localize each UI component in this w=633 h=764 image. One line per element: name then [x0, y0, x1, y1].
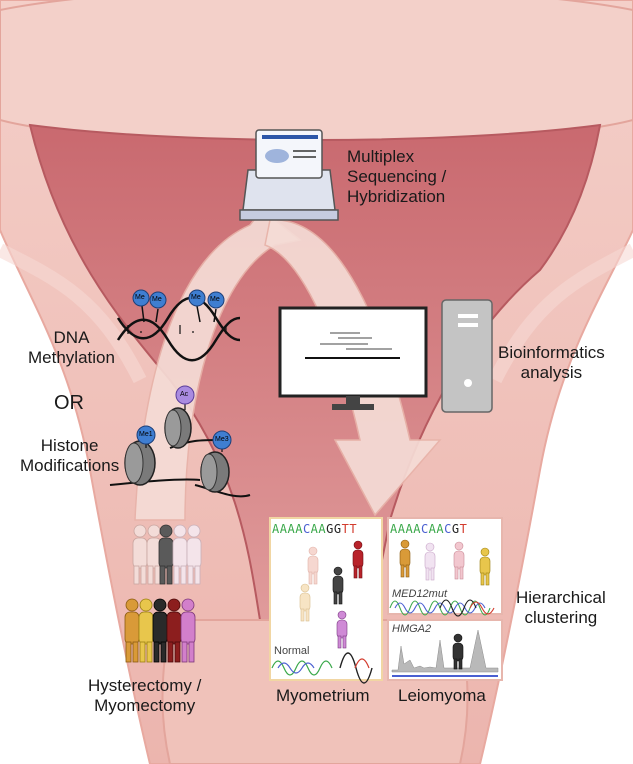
normal-label: Normal [274, 645, 310, 657]
patients-group-light [132, 524, 202, 585]
myometrium-panel [269, 517, 383, 684]
sequencer-icon [239, 129, 339, 221]
myometrium-label: Myometrium [276, 686, 370, 705]
base-letter: A [287, 522, 296, 536]
base-letter: C [444, 522, 452, 536]
me-mark-label: Me [152, 296, 162, 303]
base-letter: C [302, 522, 311, 536]
monitor-icon [278, 306, 428, 410]
med12-label: MED12mut [392, 588, 448, 600]
methyl-mark [149, 291, 167, 309]
leiomyoma-hmga2-panel [387, 619, 503, 681]
me1-mark [136, 425, 156, 445]
histone-line-1: Histone [40, 436, 99, 455]
base-letter: A [405, 522, 414, 536]
base-letter: A [436, 522, 445, 536]
base-letter: A [279, 522, 288, 536]
base-letter: A [295, 522, 303, 536]
base-letter: A [272, 522, 280, 536]
clustering-line-2: clustering [524, 608, 598, 627]
computer-tower-icon [441, 299, 493, 413]
base-letter: A [310, 522, 319, 536]
methyl-sticks [141, 305, 217, 323]
dna-methylation-line-2: Methylation [28, 348, 115, 367]
me-mark-label: Me [210, 296, 220, 303]
clustering-label: Hierarchical clustering [516, 588, 606, 628]
histone-line-2: Modifications [20, 456, 120, 475]
base-letter: C [420, 522, 429, 536]
or-label: OR [54, 392, 84, 414]
sequencing-line-2: Sequencing / [347, 167, 447, 186]
base-letter: A [390, 522, 398, 536]
base-letter: A [413, 522, 421, 536]
histone-label: Histone Modifications [20, 436, 119, 476]
base-letter: G [333, 522, 342, 536]
base-letter: T [341, 522, 350, 536]
uterus-fundus-band [0, 0, 633, 144]
methyl-mark [207, 291, 225, 309]
sequencing-line-3: Hybridization [347, 187, 446, 206]
me3-mark-label: Me3 [215, 436, 229, 443]
dna-methylation-line-1: DNA [53, 328, 90, 347]
me-mark-label: Me [191, 294, 201, 301]
sequencing-line-1: Multiplex [347, 147, 415, 166]
me-mark-label: Me [135, 294, 145, 301]
bioinformatics-line-1: Bioinformatics [498, 343, 605, 362]
methyl-marks [132, 289, 225, 309]
leiomyoma-label: Leiomyoma [398, 686, 486, 705]
bioinformatics-line-2: analysis [520, 363, 583, 382]
myometrium-sequence: AAAACAAGGTT [272, 522, 357, 536]
me3-mark [212, 430, 232, 450]
methyl-mark [132, 289, 150, 307]
base-letter: G [451, 522, 460, 536]
hmga2-label: HMGA2 [392, 623, 432, 635]
me1-mark-label: Me1 [139, 431, 153, 438]
base-letter: T [459, 522, 468, 536]
sequencing-label: Multiplex Sequencing / Hybridization [347, 147, 446, 207]
base-letter: G [326, 522, 334, 536]
ac-mark [175, 385, 195, 405]
base-letter: T [349, 522, 358, 536]
surgery-line-2: Myomectomy [94, 696, 196, 715]
ac-mark-label: Ac [180, 391, 189, 398]
surgery-line-1: Hysterectomy / [88, 676, 202, 695]
base-letter: A [428, 522, 437, 536]
base-letter: A [318, 522, 327, 536]
base-letter: A [397, 522, 406, 536]
leiomyoma-sequence: AAAACAACGT [390, 522, 467, 536]
dna-methylation-label: DNA Methylation [28, 328, 115, 368]
bioinformatics-label: Bioinformatics analysis [498, 343, 605, 383]
clustering-line-1: Hierarchical [516, 588, 606, 607]
methyl-mark [188, 289, 206, 307]
patients-group-colored [124, 598, 196, 663]
leiomyoma-med12-panel [387, 517, 503, 617]
surgery-label: Hysterectomy / Myomectomy [88, 676, 201, 716]
histone-nucleosomes [109, 385, 251, 498]
